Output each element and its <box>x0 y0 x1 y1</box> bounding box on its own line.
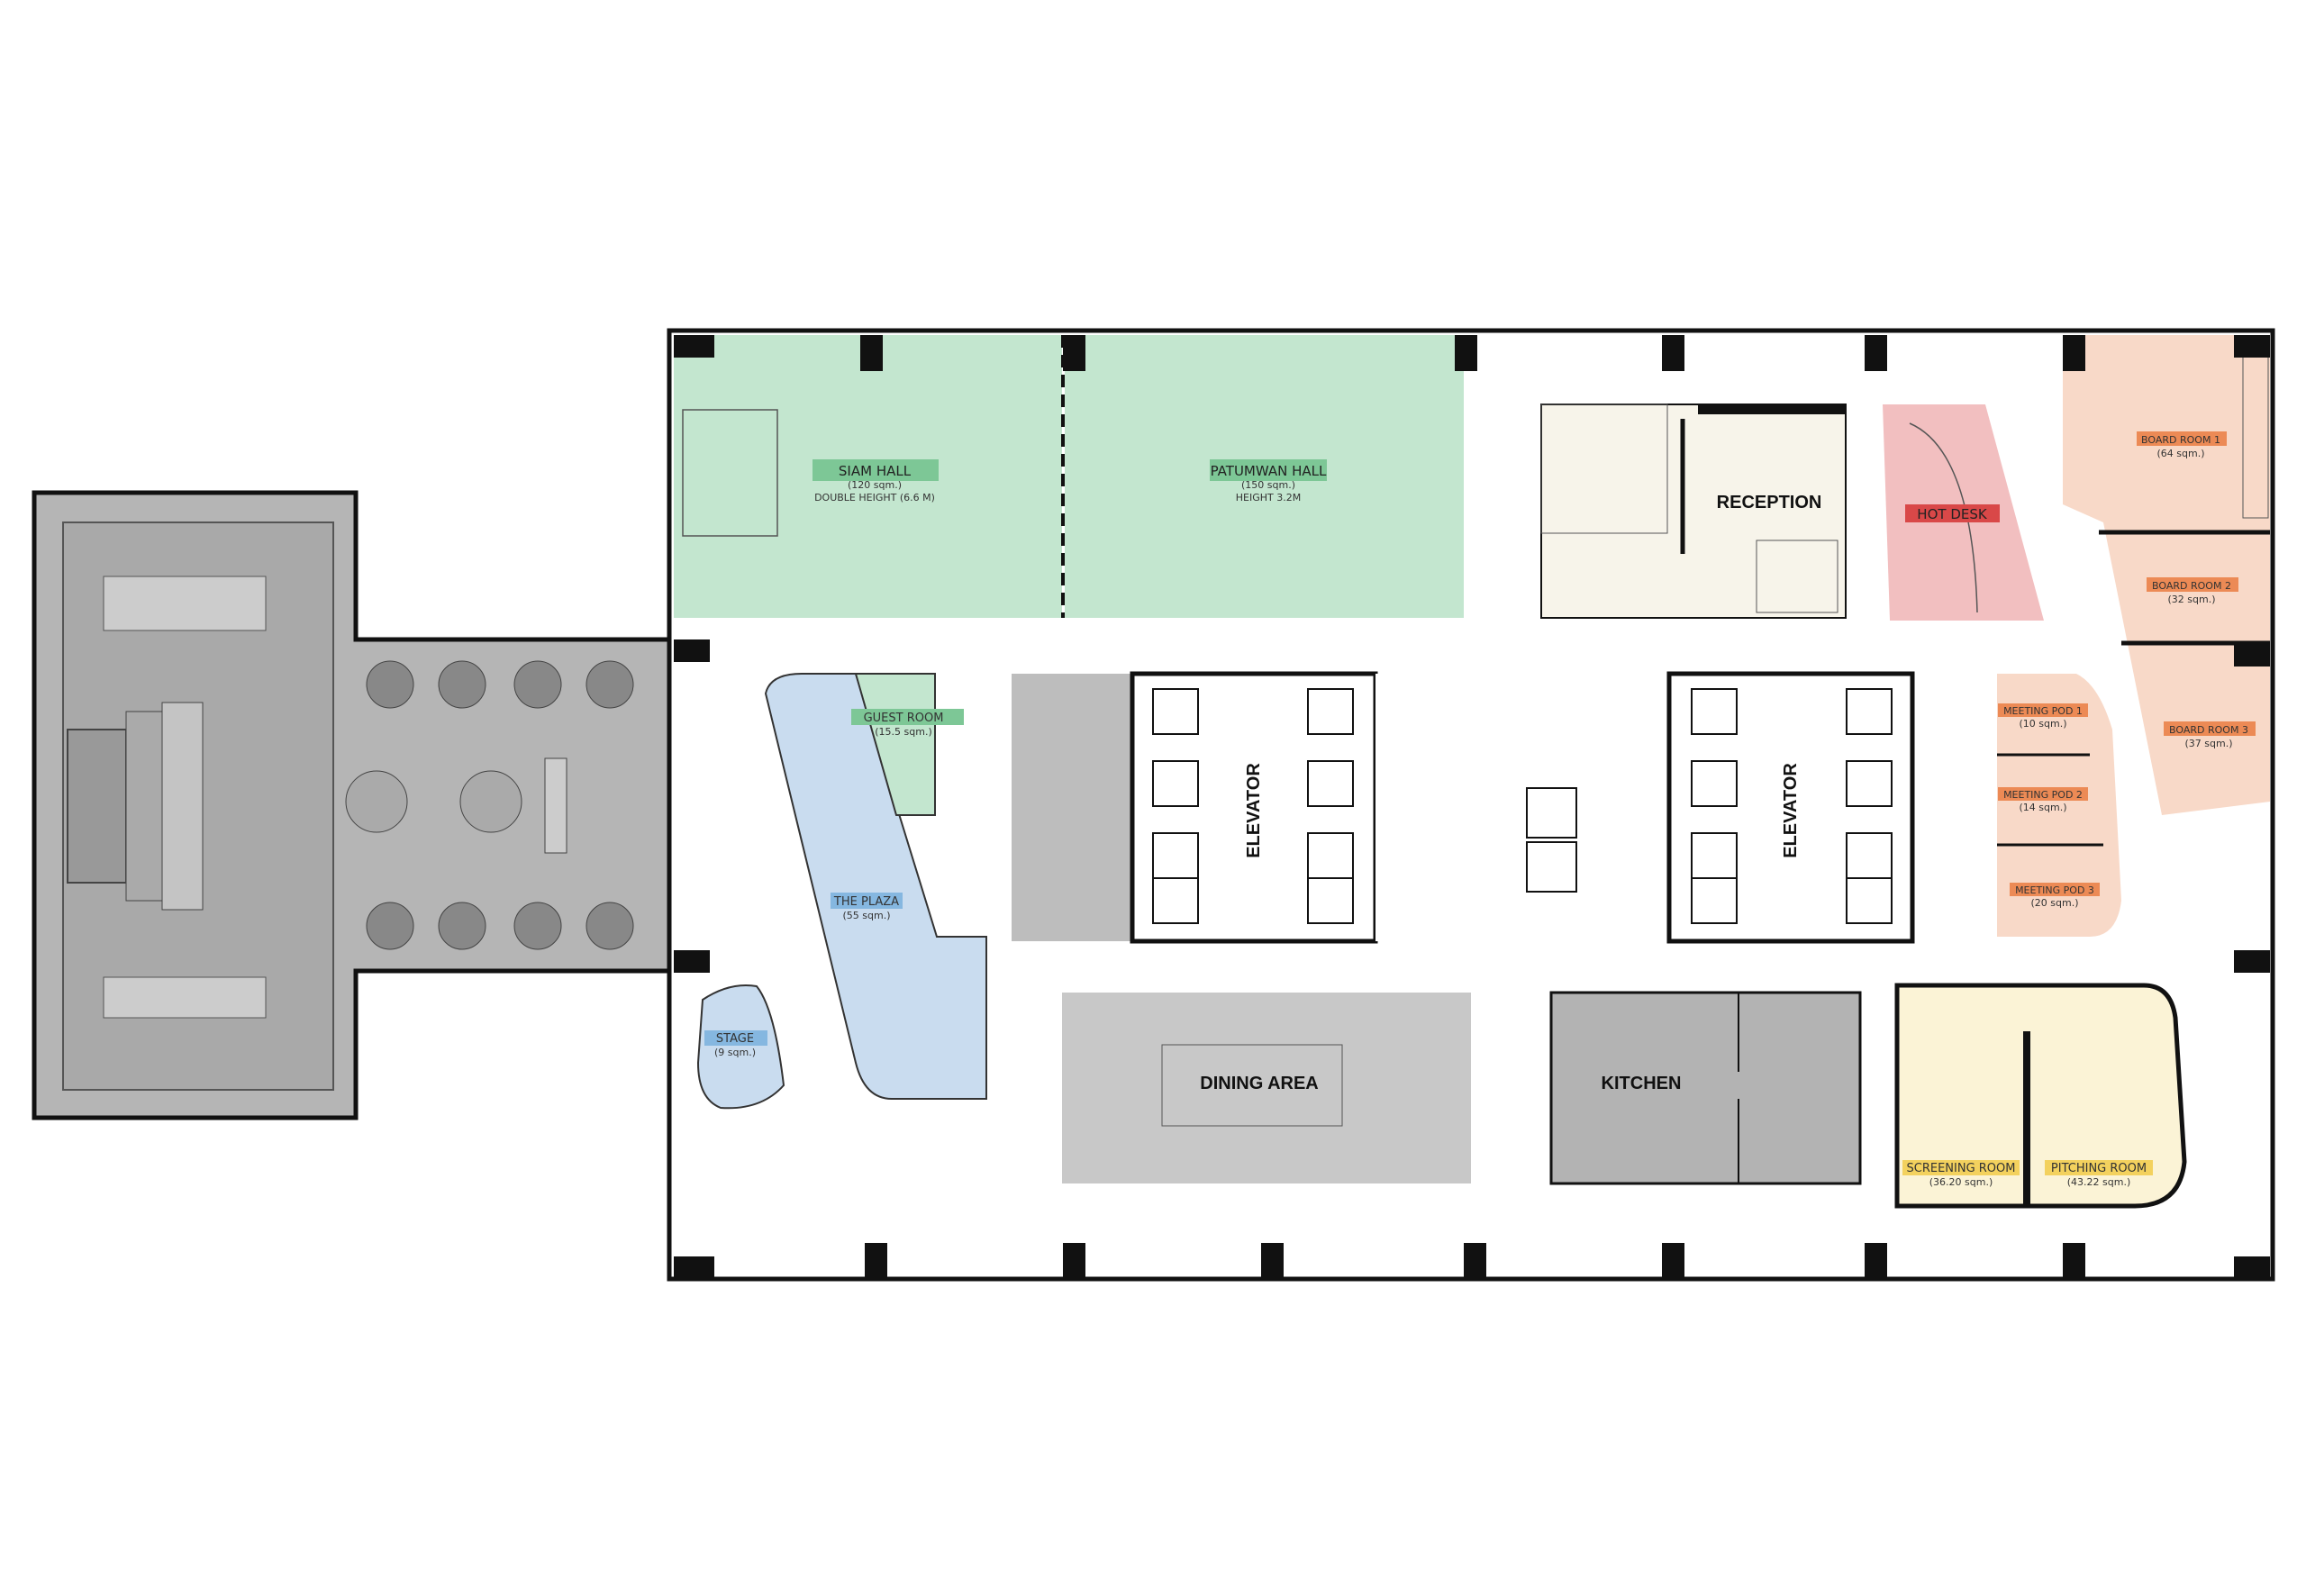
meeting-pod-3[interactable]: MEETING POD 3 (20 sqm.) <box>2010 883 2100 909</box>
pitching-room-area: (43.22 sqm.) <box>2067 1176 2131 1188</box>
meeting-pod-2-label: MEETING POD 2 <box>2003 789 2083 801</box>
board-room-2-area: (32 sqm.) <box>2167 594 2215 605</box>
board-room-1-area: (64 sqm.) <box>2156 448 2204 459</box>
umbrella-tables <box>345 660 634 950</box>
board-room-3-label: BOARD ROOM 3 <box>2169 724 2248 736</box>
meeting-pod-2-area: (14 sqm.) <box>2019 802 2066 813</box>
patumwan-hall[interactable]: PATUMWAN HALL (150 sqm.) HEIGHT 3.2M <box>1065 335 1464 618</box>
the-plaza-label: THE PLAZA <box>833 895 899 909</box>
board-rooms: BOARD ROOM 1 (64 sqm.) BOARD ROOM 2 (32 … <box>2063 335 2270 815</box>
patumwan-hall-area: (150 sqm.) <box>1241 479 1295 491</box>
meeting-pod-3-area: (20 sqm.) <box>2030 897 2078 909</box>
left-annex <box>32 490 672 1120</box>
dining-area-label: DINING AREA <box>1200 1074 1318 1093</box>
board-room-1-label: BOARD ROOM 1 <box>2141 434 2220 446</box>
board-room-1[interactable]: BOARD ROOM 1 (64 sqm.) <box>2137 431 2227 459</box>
kitchen[interactable]: KITCHEN <box>1549 991 1862 1185</box>
board-room-2[interactable]: BOARD ROOM 2 (32 sqm.) <box>2147 577 2238 605</box>
meeting-pods: MEETING POD 1 (10 sqm.) MEETING POD 2 (1… <box>1997 674 2121 937</box>
patumwan-hall-note: HEIGHT 3.2M <box>1236 492 1301 503</box>
guest-room-label: GUEST ROOM <box>864 712 944 725</box>
the-plaza[interactable]: THE PLAZA (55 sqm.) <box>764 673 987 1100</box>
stage[interactable]: STAGE (9 sqm.) <box>696 984 785 1110</box>
board-room-3[interactable]: BOARD ROOM 3 (37 sqm.) <box>2164 721 2256 749</box>
reception-label: RECEPTION <box>1717 493 1822 512</box>
screening-room-area: (36.20 sqm.) <box>1929 1176 1993 1188</box>
meeting-pod-1-area: (10 sqm.) <box>2019 718 2066 730</box>
patumwan-hall-label: PATUMWAN HALL <box>1211 463 1327 479</box>
pitching-room[interactable]: PITCHING ROOM (43.22 sqm.) <box>2045 1160 2153 1188</box>
screening-room[interactable]: SCREENING ROOM (36.20 sqm.) <box>1902 1160 2020 1188</box>
meeting-pod-1[interactable]: MEETING POD 1 (10 sqm.) <box>1998 703 2088 730</box>
board-room-3-area: (37 sqm.) <box>2184 738 2232 749</box>
stage-area: (9 sqm.) <box>714 1047 756 1058</box>
screening-room-label: SCREENING ROOM <box>1907 1162 2016 1175</box>
meeting-pod-2[interactable]: MEETING POD 2 (14 sqm.) <box>1998 787 2088 813</box>
the-plaza-area: (55 sqm.) <box>842 910 890 921</box>
reception[interactable]: RECEPTION <box>1540 404 1847 619</box>
kitchen-label: KITCHEN <box>1602 1074 1682 1093</box>
guest-room[interactable]: GUEST ROOM (15.5 sqm.) <box>851 673 964 816</box>
dining-area[interactable]: DINING AREA <box>1062 993 1471 1183</box>
studio-rooms: SCREENING ROOM (36.20 sqm.) PITCHING ROO… <box>1894 983 2187 1209</box>
stage-label: STAGE <box>716 1032 754 1046</box>
pitching-room-label: PITCHING ROOM <box>2051 1162 2147 1175</box>
elevator-1-label: ELEVATOR <box>1244 763 1264 858</box>
structural-columns <box>674 335 2270 1279</box>
hot-desk-label: HOT DESK <box>1917 506 1988 522</box>
elevator-2-label: ELEVATOR <box>1781 763 1801 858</box>
siam-hall-note: DOUBLE HEIGHT (6.6 M) <box>814 492 935 503</box>
hot-desk[interactable]: HOT DESK <box>1883 404 2044 621</box>
meeting-pod-1-label: MEETING POD 1 <box>2003 705 2083 717</box>
guest-room-area: (15.5 sqm.) <box>875 726 932 738</box>
meeting-pod-3-label: MEETING POD 3 <box>2015 884 2094 896</box>
board-room-2-label: BOARD ROOM 2 <box>2152 580 2231 592</box>
service-core: ELEVATOR ELEVATOR <box>1012 671 1915 944</box>
siam-hall[interactable]: SIAM HALL (120 sqm.) DOUBLE HEIGHT (6.6 … <box>674 335 1062 618</box>
siam-hall-area: (120 sqm.) <box>848 479 902 491</box>
siam-hall-label: SIAM HALL <box>839 463 912 479</box>
